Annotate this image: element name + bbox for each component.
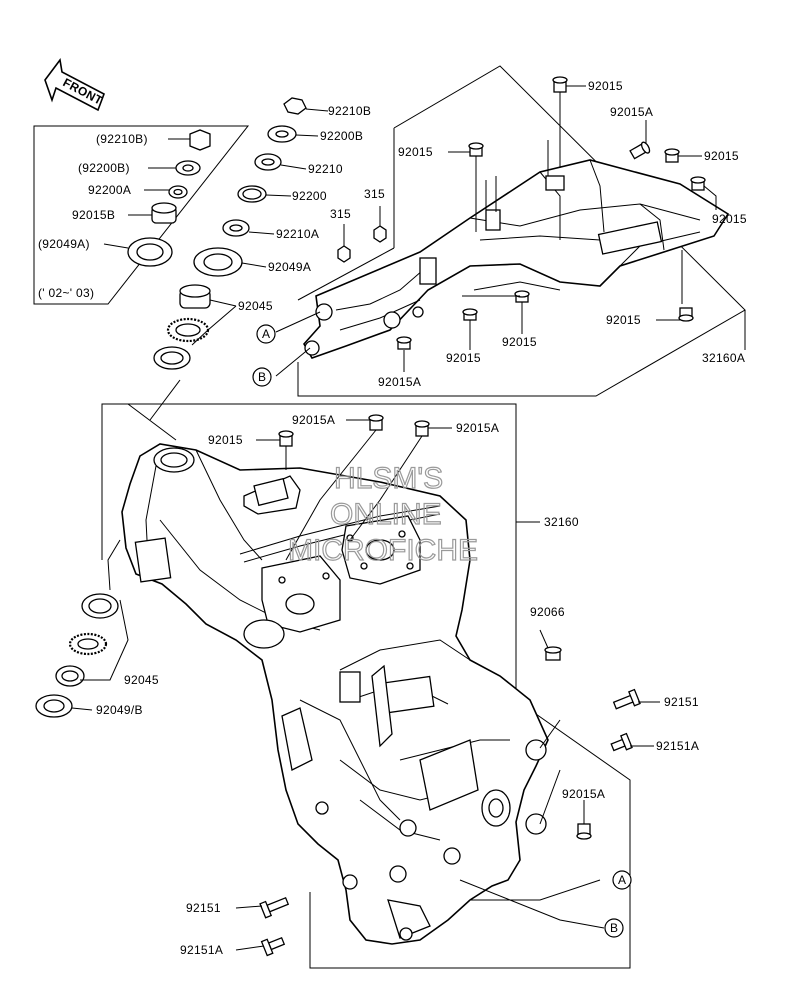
circle-A-bottom-label: A [618, 873, 626, 887]
label-main-92066: 92066 [530, 605, 565, 619]
label-inset-92210B: (92210B) [96, 132, 148, 146]
bolt-92015-top-icon [552, 76, 568, 93]
bolt-main-92015A-top-icon [368, 414, 384, 431]
circle-B-bottom [604, 918, 624, 938]
circle-B-top [252, 367, 272, 387]
label-main-92015A-low: 92015A [562, 787, 605, 801]
label-main-92151A: 92151A [656, 739, 699, 753]
label-92200: 92200 [292, 189, 327, 203]
label-inset-92049A: (92049A) [38, 237, 90, 251]
stem-nut-icon [283, 97, 307, 115]
bolt-main-92015A-r-icon [414, 420, 430, 437]
label-sub-92015-r1: 92015 [704, 149, 739, 163]
bolt-main-92015-icon [278, 430, 294, 447]
label-main-92045: 92045 [124, 673, 159, 687]
circle-B-top-label: B [258, 370, 266, 384]
label-main-92015A-r: 92015A [456, 421, 499, 435]
label-inset-92200A: 92200A [88, 183, 131, 197]
inset-box: (' 02~' 03) (92210B) (92200B) 92200A 920… [33, 125, 250, 305]
inset-nut-icon [189, 129, 211, 151]
subframe-group [297, 65, 746, 397]
nut-315-b-icon [337, 245, 351, 263]
inset-note: (' 02~' 03) [38, 286, 94, 300]
frame-body [121, 443, 549, 945]
label-315-a: 315 [364, 187, 385, 201]
bolt-92151-icon [612, 688, 641, 710]
bolt-92151A-icon [610, 732, 633, 752]
mainframe-leaders: 92015A 92015 92015A 32160 92066 92045 92… [71, 379, 699, 957]
bolt-92151A-bl-icon [260, 936, 286, 957]
watermark-line-2: ONLINE [330, 498, 442, 531]
circle-A-top-label: A [262, 327, 270, 341]
label-sub-92015-l: 92015 [398, 145, 433, 159]
label-315-b: 315 [330, 207, 351, 221]
label-sub-92015-b2: 92015 [502, 335, 537, 349]
label-main-92049B: 92049/B [96, 703, 143, 717]
watermark: HLSM'S ONLINE MICROFICHE [287, 461, 478, 567]
watermark-line-3: MICROFICHE [288, 534, 478, 567]
circle-A-bottom [612, 870, 632, 890]
circle-B-bottom-label: B [610, 921, 618, 935]
watermark-line-1: HLSM'S [334, 462, 443, 495]
label-sub-32160A: 32160A [702, 351, 745, 365]
label-main-92151-bl: 92151 [186, 901, 221, 915]
subframe-bolts [396, 76, 706, 350]
label-sub-92015-top: 92015 [588, 79, 623, 93]
label-main-92151: 92151 [664, 695, 699, 709]
nuts-315: 315 315 [330, 187, 387, 263]
main-frame [121, 443, 549, 945]
bolt-92015-b1-icon [462, 308, 478, 321]
label-sub-92015-r2: 92015 [712, 212, 747, 226]
label-92049A: 92049A [268, 260, 311, 274]
label-main-92151A-bl: 92151A [180, 943, 223, 957]
mainframe-parts [35, 414, 641, 957]
rear-subframe [303, 110, 730, 359]
mainframe-group [101, 403, 631, 969]
bolt-92015-lower-icon [678, 307, 694, 322]
label-main-32160: 32160 [544, 515, 579, 529]
label-sub-92015-lower: 92015 [606, 313, 641, 327]
bolt-main-92015A-low-icon [576, 823, 592, 840]
label-92045-top: 92045 [238, 299, 273, 313]
label-main-92015: 92015 [208, 433, 243, 447]
plug-92066-icon [544, 646, 562, 661]
subframe-leaders: 92015 92015A 92015 92015 92015 92015 920… [252, 79, 747, 389]
label-92210B: 92210B [328, 104, 371, 118]
label-sub-92015-b1: 92015 [446, 351, 481, 365]
label-inset-92015B: 92015B [72, 208, 115, 222]
label-92210A: 92210A [276, 227, 319, 241]
bolt-92015-l-icon [468, 142, 484, 157]
bolt-92015A-r-icon [629, 141, 651, 160]
bolt-92151-bl-icon [259, 896, 290, 919]
label-92210: 92210 [308, 162, 343, 176]
bolt-92015-r1-icon [664, 148, 680, 163]
nut-315-a-icon [373, 225, 387, 243]
label-sub-92015A-r: 92015A [610, 105, 653, 119]
bolt-92015-r2-icon [690, 176, 706, 191]
label-92200B: 92200B [320, 129, 363, 143]
circle-A-top [256, 324, 276, 344]
bolt-92015A-b-icon [396, 336, 412, 350]
label-inset-92200B: (92200B) [78, 161, 130, 175]
steering-parts: 92210B 92200B 92210 92200 92210A 92049A … [153, 97, 371, 370]
front-arrow: FRONT [44, 58, 105, 112]
label-main-92015A-top: 92015A [292, 413, 335, 427]
label-sub-92015A-b: 92015A [378, 375, 421, 389]
